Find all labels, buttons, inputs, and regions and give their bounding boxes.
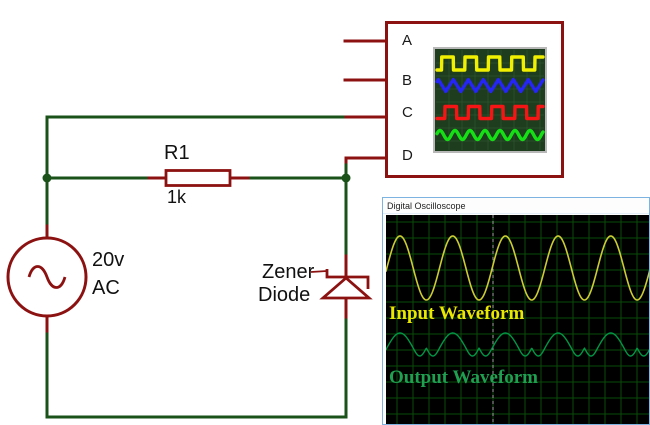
zener-diode[interactable]	[310, 269, 373, 300]
zener-label-line2: Diode	[258, 284, 311, 306]
wire-source-to-scope-c	[45, 115, 348, 228]
resistor-value-label: 1k	[167, 187, 187, 207]
mini-trace-1	[435, 77, 545, 94]
window-title-bar[interactable]: Digital Oscilloscope	[383, 198, 649, 214]
zener-cathode-bar	[325, 269, 370, 289]
ac-source[interactable]	[6, 236, 88, 318]
digital-oscilloscope-window: Digital Oscilloscope Input Waveform Outp…	[382, 197, 650, 425]
input-waveform-trace	[386, 235, 649, 301]
oscilloscope-plot	[386, 215, 649, 424]
zener-label-line1: Zener	[262, 261, 315, 283]
output-waveform-trace	[386, 332, 649, 357]
mini-trace-0	[435, 55, 545, 72]
junction-dot-left	[42, 173, 52, 183]
pin-label-d: D	[402, 147, 413, 164]
output-waveform-label: Output Waveform	[389, 367, 539, 388]
source-type-label: AC	[92, 277, 120, 299]
junction-dot-right	[341, 173, 351, 183]
oscilloscope-screen: Input Waveform Output Waveform	[386, 215, 649, 424]
zener-anode-triangle	[319, 276, 373, 300]
wire-ground-return	[45, 315, 348, 419]
oscilloscope-component[interactable]	[385, 21, 564, 178]
pin-label-b: B	[402, 72, 413, 89]
pin-lead-d	[344, 156, 388, 164]
window-title: Digital Oscilloscope	[387, 201, 466, 211]
zener-label-pointer	[310, 270, 328, 273]
mini-trace-3	[435, 128, 545, 142]
mini-trace-2	[435, 104, 545, 121]
pin-label-c: C	[402, 104, 413, 121]
oscilloscope-component-screen	[433, 47, 547, 153]
resistor-name-label: R1	[164, 142, 190, 164]
resistor-body[interactable]	[164, 169, 232, 187]
pin-label-a: A	[402, 32, 413, 49]
sine-symbol-icon	[27, 265, 67, 289]
source-voltage-label: 20v	[92, 249, 125, 271]
input-waveform-label: Input Waveform	[389, 303, 525, 324]
